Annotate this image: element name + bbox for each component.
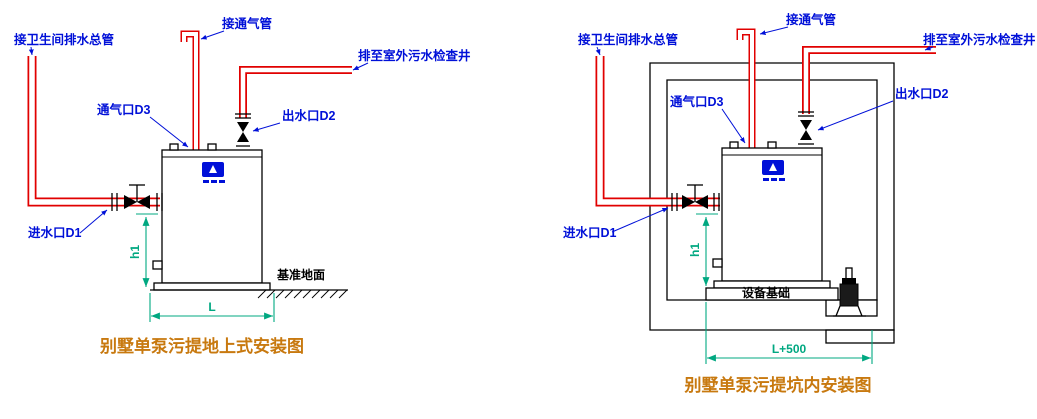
leader-discharge (352, 62, 369, 71)
label-vent-connect: 接通气管 (222, 16, 272, 31)
label-inlet-port: 进水口D1 (28, 225, 82, 240)
leader-vent-connect (759, 26, 789, 36)
label-toilet-main: 接卫生间排水总管 (14, 32, 114, 47)
outlet-valve (235, 113, 251, 147)
leader-toilet-main (28, 46, 34, 56)
leader-discharge (924, 45, 934, 51)
length-dimension-label: L+500 (772, 342, 807, 356)
ground-line (150, 289, 348, 299)
inlet-pipe (27, 56, 160, 207)
equipment-foundation: 设备基础 (705, 285, 839, 301)
h1-dimension: h1 (688, 213, 718, 286)
submersible-pump (833, 267, 866, 317)
discharge-pipe (239, 66, 352, 118)
pump-tank (712, 141, 831, 289)
inlet-valve (111, 184, 163, 211)
label-outlet-port: 出水口D2 (282, 108, 336, 123)
leader-vent-connect (200, 30, 225, 40)
h1-dimension: h1 (128, 213, 158, 287)
label-discharge-well: 排至室外污水检查井 (923, 32, 1036, 47)
label-vent-connect: 接通气管 (786, 12, 836, 27)
vent-pipe (180, 30, 200, 150)
leader-inlet-port (79, 209, 108, 234)
label-toilet-main: 接卫生间排水总管 (578, 32, 678, 47)
label-vent-port: 通气口D3 (97, 102, 151, 117)
pit-step (825, 329, 895, 344)
outlet-valve (798, 111, 814, 145)
right-diagram-title: 别墅单泵污提坑内安装图 (684, 375, 872, 395)
brand-logo (202, 162, 225, 183)
brand-logo (762, 160, 785, 181)
label-outlet-port: 出水口D2 (895, 86, 949, 101)
label-ground: 基准地面 (276, 267, 325, 282)
ground-hatch (257, 289, 348, 299)
length-dimension: L (149, 293, 275, 322)
label-inlet-port: 进水口D1 (563, 225, 617, 240)
h1-dimension-label: h1 (128, 245, 142, 259)
leader-vent-port (721, 108, 746, 144)
leader-outlet-port (817, 100, 894, 131)
leader-inlet-port (611, 207, 669, 233)
above-ground-diagram: h1 L 接卫生间排水总管 接通气管 排至室外污水检查井 通气口D3 出水口D2… (14, 16, 471, 356)
leader-toilet-main (595, 46, 601, 56)
pump-tank (152, 143, 271, 291)
discharge-pipe (802, 46, 936, 114)
vent-pipe (736, 28, 756, 148)
in-pit-diagram: 设备基础 (563, 12, 1036, 395)
inlet-valve (671, 184, 720, 211)
label-foundation: 设备基础 (742, 285, 790, 300)
label-discharge-well: 排至室外污水检查井 (358, 48, 471, 63)
left-diagram-title: 别墅单泵污提地上式安装图 (99, 336, 304, 356)
leader-vent-port (149, 116, 189, 148)
length-dimension-label: L (208, 300, 215, 314)
inlet-pipe (595, 56, 720, 207)
leader-outlet-port (252, 122, 281, 132)
pit-wall (649, 62, 895, 344)
label-vent-port: 通气口D3 (670, 94, 724, 109)
length-dimension: L+500 (705, 302, 873, 364)
h1-dimension-label: h1 (688, 243, 702, 257)
